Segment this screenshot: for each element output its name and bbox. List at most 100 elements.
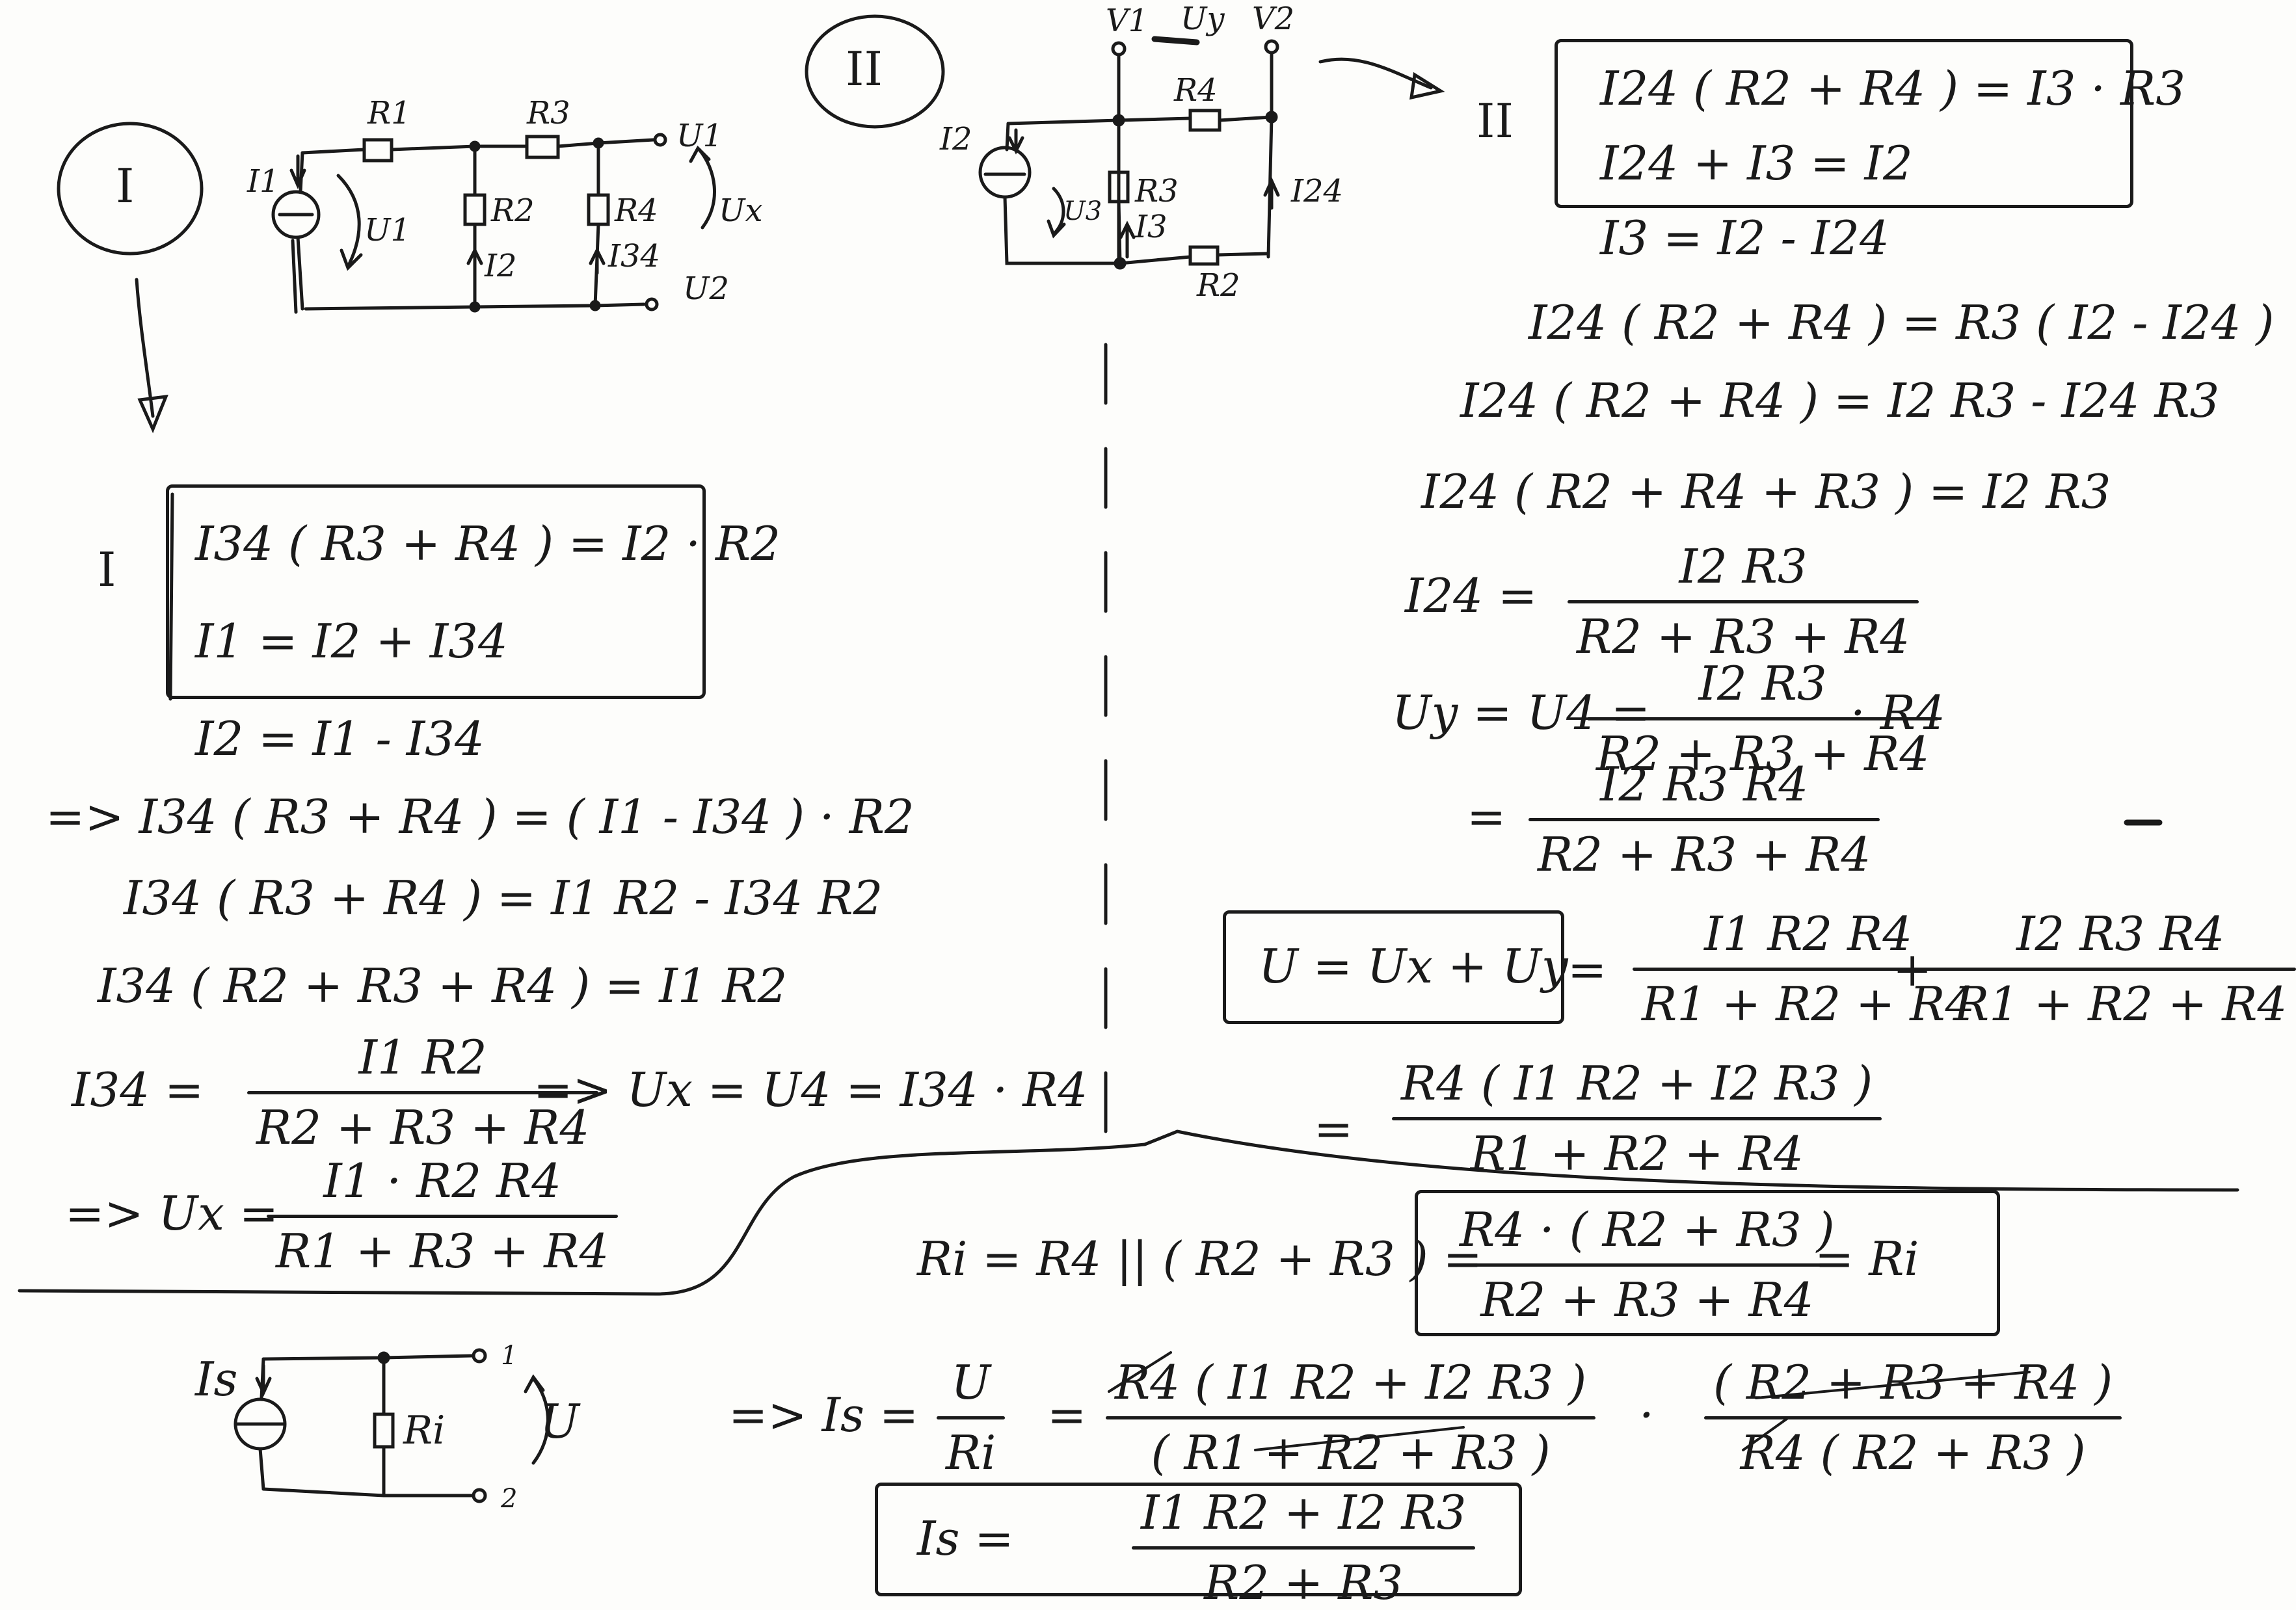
fraction-numerator: I2 R3 R4	[2016, 906, 2225, 961]
right-equation-5-fraction: I2 R3 R2 + R3 + R4	[1568, 540, 1919, 664]
fraction-bar	[937, 1416, 1006, 1419]
fraction-denominator: R1 + R2 + R4	[1470, 1126, 1804, 1181]
circuit-one-ux-label: Ux	[719, 192, 763, 229]
fraction-bar	[1450, 1263, 1844, 1267]
circuit-one-i34-label: I34	[608, 238, 661, 274]
fraction-denominator: R1 + R2 + R4	[1954, 976, 2288, 1031]
section-circles	[57, 14, 945, 256]
circuit-two-diagram	[978, 36, 1280, 270]
u-sum-equation: U = Ux + Uy	[1259, 939, 1568, 994]
fraction-numerator: I1 R2	[358, 1030, 487, 1085]
section-two-circle-label: II	[846, 42, 883, 96]
fraction-numerator: R4 · ( R2 + R3 )	[1460, 1202, 1835, 1257]
fraction-denominator: R2 + R3 + R4	[1596, 726, 1930, 781]
circuit-two-r4-label: R4	[1174, 72, 1218, 109]
section-one-box	[166, 484, 706, 699]
fraction-denominator: R2 + R3 + R4	[1480, 1272, 1814, 1327]
circuit-three-u-label: U	[540, 1394, 580, 1449]
fraction-numerator: I1 · R2 R4	[323, 1154, 562, 1208]
circuit-two-v1-label: V1	[1106, 3, 1149, 39]
ri-equation-rhs: = Ri	[1815, 1232, 1919, 1286]
u-simplified-equals: =	[1314, 1102, 1354, 1156]
right-equation-4: I24 ( R2 + R4 + R3 ) = I2 R3	[1421, 464, 2111, 519]
u-sum-fraction-2: I2 R3 R4 R1 + R2 + R4	[1945, 907, 2296, 1031]
circuit-one-i2-label: I2	[485, 248, 517, 284]
left-equation-3: I34 ( R3 + R4 ) = I1 R2 - I34 R2	[124, 871, 883, 925]
section-two-label: II	[1476, 94, 1514, 148]
section-two-box	[1555, 39, 2133, 208]
fraction-denominator: R1 + R2 + R4	[1642, 976, 1975, 1031]
fraction-bar	[1392, 1116, 1882, 1120]
fraction-bar	[1945, 967, 2296, 971]
fraction-numerator: I2 R3	[1679, 539, 1808, 594]
is-fraction-1: U Ri	[937, 1355, 1006, 1480]
final-result-box	[875, 1483, 1522, 1596]
left-equation-1: I2 = I1 - I34	[195, 711, 485, 766]
u-sum-fraction-1: I1 R2 R4 R1 + R2 + R4	[1633, 907, 1984, 1031]
fraction-bar	[1633, 967, 1984, 971]
left-equation-5-lhs: I34 =	[72, 1062, 204, 1117]
right-equation-2: I24 ( R2 + R4 ) = R3 ( I2 - I24 )	[1528, 295, 2275, 350]
circuit-one-r1-label: R1	[367, 95, 411, 131]
left-equation-4: I34 ( R2 + R3 + R4 ) = I1 R2	[98, 958, 788, 1013]
circuit-one-node-top-label: U1	[676, 118, 723, 154]
fraction-bar	[1528, 817, 1880, 821]
strike-marks	[1108, 1351, 2031, 1451]
fraction-numerator: I1 R2 + I2 R3	[1141, 1485, 1467, 1540]
left-equation-6-fraction: I1 · R2 R4 R1 + R3 + R4	[267, 1154, 619, 1278]
left-equation-5-fraction: I1 R2 R2 + R3 + R4	[247, 1030, 599, 1155]
handwritten-notes-sheet: I II	[18, 1, 2296, 1609]
right-equation-5-lhs: I24 =	[1405, 568, 1538, 623]
fraction-denominator: R2 + R3	[1204, 1555, 1404, 1610]
fraction-denominator: R2 + R3 + R4	[1538, 826, 1871, 882]
fraction-bar	[1106, 1416, 1596, 1419]
circuit-three-terminal-2: 2	[501, 1484, 518, 1514]
left-equation-5-rhs: => Ux = U4 = I34 · R4	[533, 1062, 1088, 1117]
circuit-two-r2-label: R2	[1197, 267, 1240, 304]
fraction-numerator: R4 ( I1 R2 + I2 R3 )	[1115, 1355, 1587, 1410]
right-box-equation-1: I24 ( R2 + R4 ) = I3 · R3	[1600, 61, 2186, 116]
fraction-bar	[1132, 1546, 1476, 1550]
circuit-two-i3-label: I3	[1135, 209, 1168, 245]
fraction-denominator: Ri	[946, 1425, 996, 1480]
final-result-lhs: Is =	[917, 1511, 1014, 1566]
u-sum-equals: =	[1568, 942, 1607, 997]
circuit-two-voltage-label: U3	[1063, 196, 1102, 226]
is-equation-lhs: => Is =	[728, 1388, 919, 1442]
circuit-three-source-label: Is	[195, 1352, 238, 1406]
left-box-equation-2: I1 = I2 + I34	[195, 614, 508, 668]
is-fraction-3: ( R2 + R3 + R4 ) R4 ( R2 + R3 )	[1704, 1356, 2122, 1480]
section-one-label: I	[98, 542, 116, 597]
is-fraction-2: R4 ( I1 R2 + I2 R3 ) ( R1 + R2 + R3 )	[1106, 1355, 1596, 1480]
circuit-one-r3-label: R3	[527, 95, 570, 131]
right-equation-1: I3 = I2 - I24	[1600, 211, 1889, 265]
fraction-numerator: I2 R3	[1698, 656, 1827, 711]
section-separator-curve	[18, 1129, 2239, 1296]
left-equation-2: => I34 ( R3 + R4 ) = ( I1 - I34 ) · R2	[46, 789, 914, 844]
right-equation-6-rhs: · R4	[1850, 685, 1945, 740]
circuit-one-voltage-label: U1	[364, 212, 410, 248]
fraction-denominator: R2 + R3 + R4	[256, 1100, 590, 1155]
ri-box	[1415, 1190, 2000, 1336]
section-one-circle-label: I	[116, 159, 135, 213]
sheet-lines	[18, 57, 2239, 1296]
circuit-one-source-label: I1	[247, 163, 280, 200]
right-equation-6-lhs: Uy = U4 =	[1392, 685, 1651, 740]
right-equation-7-lhs: =	[1467, 789, 1506, 844]
fraction-numerator: R4 ( I1 R2 + I2 R3 )	[1401, 1056, 1873, 1111]
circuit-one-diagram	[271, 133, 716, 314]
arrow-right	[1318, 57, 1433, 90]
fraction-denominator: R2 + R3 + R4	[1577, 609, 1910, 664]
fraction-denominator: R4 ( R2 + R3 )	[1740, 1425, 2086, 1480]
circuit-two-r3-label: R3	[1135, 173, 1179, 209]
circuit-three-diagram	[234, 1348, 550, 1503]
fraction-numerator: U	[951, 1355, 991, 1410]
right-box-equation-2: I24 + I3 = I2	[1600, 136, 1913, 191]
left-equation-6-lhs: => Ux =	[65, 1186, 279, 1241]
fraction-bar	[1587, 717, 1939, 720]
fraction-denominator: ( R1 + R2 + R3 )	[1151, 1425, 1551, 1480]
circuit-one-r2-label: R2	[491, 192, 535, 229]
right-equation-3: I24 ( R2 + R4 ) = I2 R3 - I24 R3	[1460, 373, 2220, 428]
circuit-three-terminal-1: 1	[501, 1341, 518, 1371]
circuit-two-v2-label: V2	[1252, 1, 1295, 37]
